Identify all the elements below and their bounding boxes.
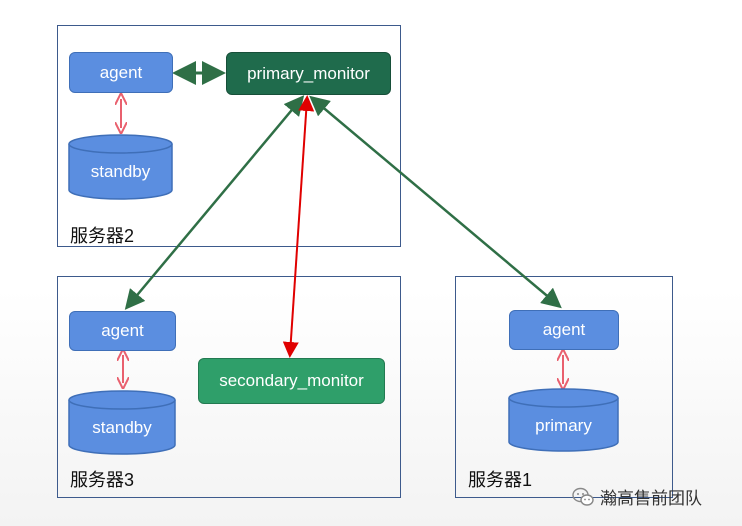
agent-node-server3: agent [69,311,176,351]
server3-label: 服务器3 [70,470,135,490]
database-cylinder-icon [68,134,173,200]
watermark-text: 瀚高售前团队 [600,489,702,508]
primary-monitor-node: primary_monitor [226,52,391,95]
server2-label: 服务器2 [70,226,135,246]
primary-db-server1: primary [508,388,619,452]
standby-db-server3: standby [68,390,176,455]
standby-label-server3: standby [92,418,152,437]
secondary-monitor-node: secondary_monitor [198,358,385,404]
database-cylinder-icon [68,390,176,455]
arrow-primary-monitor-secondary [282,95,315,358]
database-cylinder-icon [508,388,619,452]
agent-node-server2: agent [69,52,173,93]
server1-box [455,276,673,498]
primary-label: primary [535,416,592,435]
arrow-primary-monitor-agent3 [124,95,305,310]
standby-label: standby [90,162,151,181]
standby-db-server2: standby [68,134,173,200]
server1-label: 服务器1 [468,470,533,490]
wechat-icon [572,487,594,506]
arrow-primary-monitor-agent1 [309,95,562,309]
watermark: 瀚高售前团队 [572,484,702,509]
agent-node-server1: agent [509,310,619,350]
